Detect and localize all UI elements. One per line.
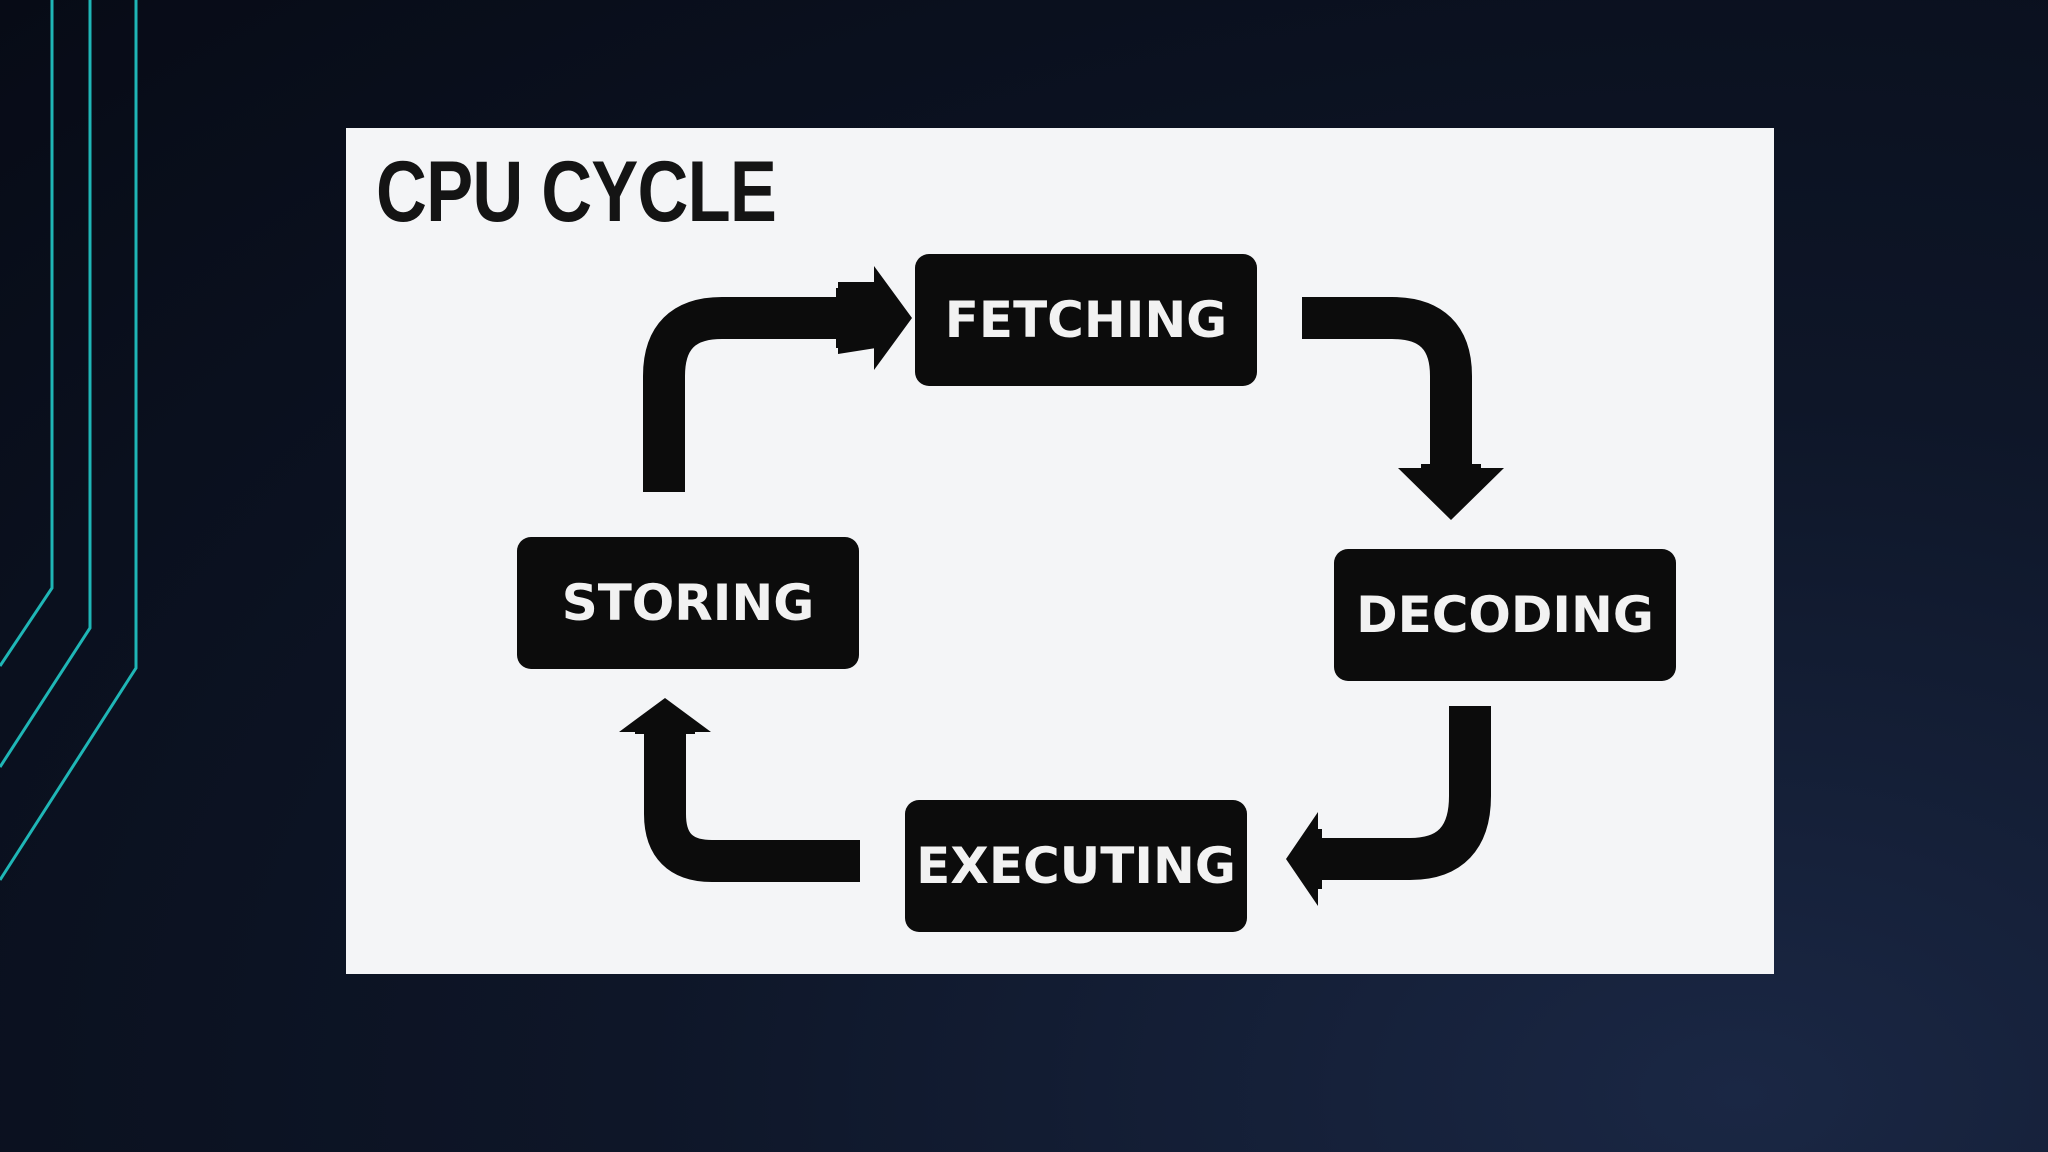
decor-line-inner bbox=[0, 0, 54, 667]
arrow-fetching-to-decoding bbox=[1302, 297, 1472, 473]
cpu-cycle-diagram: CPU CYCLE FETCHING DECODING EXECUTING ST… bbox=[346, 128, 1774, 974]
stage-decoding: DECODING bbox=[1334, 549, 1676, 681]
arrowhead-to-executing bbox=[1286, 812, 1322, 906]
arrow-executing-to-storing bbox=[644, 728, 860, 882]
arrowhead-to-fetching-tip bbox=[836, 266, 912, 370]
decor-line-outer bbox=[0, 0, 138, 881]
arrowhead-to-storing bbox=[619, 698, 711, 734]
diagram-title: CPU CYCLE bbox=[376, 144, 777, 240]
arrow-storing-to-fetching bbox=[643, 297, 856, 492]
stage-storing: STORING bbox=[517, 537, 859, 669]
stage-fetching: FETCHING bbox=[915, 254, 1257, 386]
decor-line-middle bbox=[0, 0, 92, 768]
cycle-arrows bbox=[619, 266, 1504, 906]
arrow-decoding-to-executing bbox=[1311, 706, 1491, 880]
arrowhead-to-decoding bbox=[1398, 464, 1504, 520]
stage-executing: EXECUTING bbox=[905, 800, 1247, 932]
